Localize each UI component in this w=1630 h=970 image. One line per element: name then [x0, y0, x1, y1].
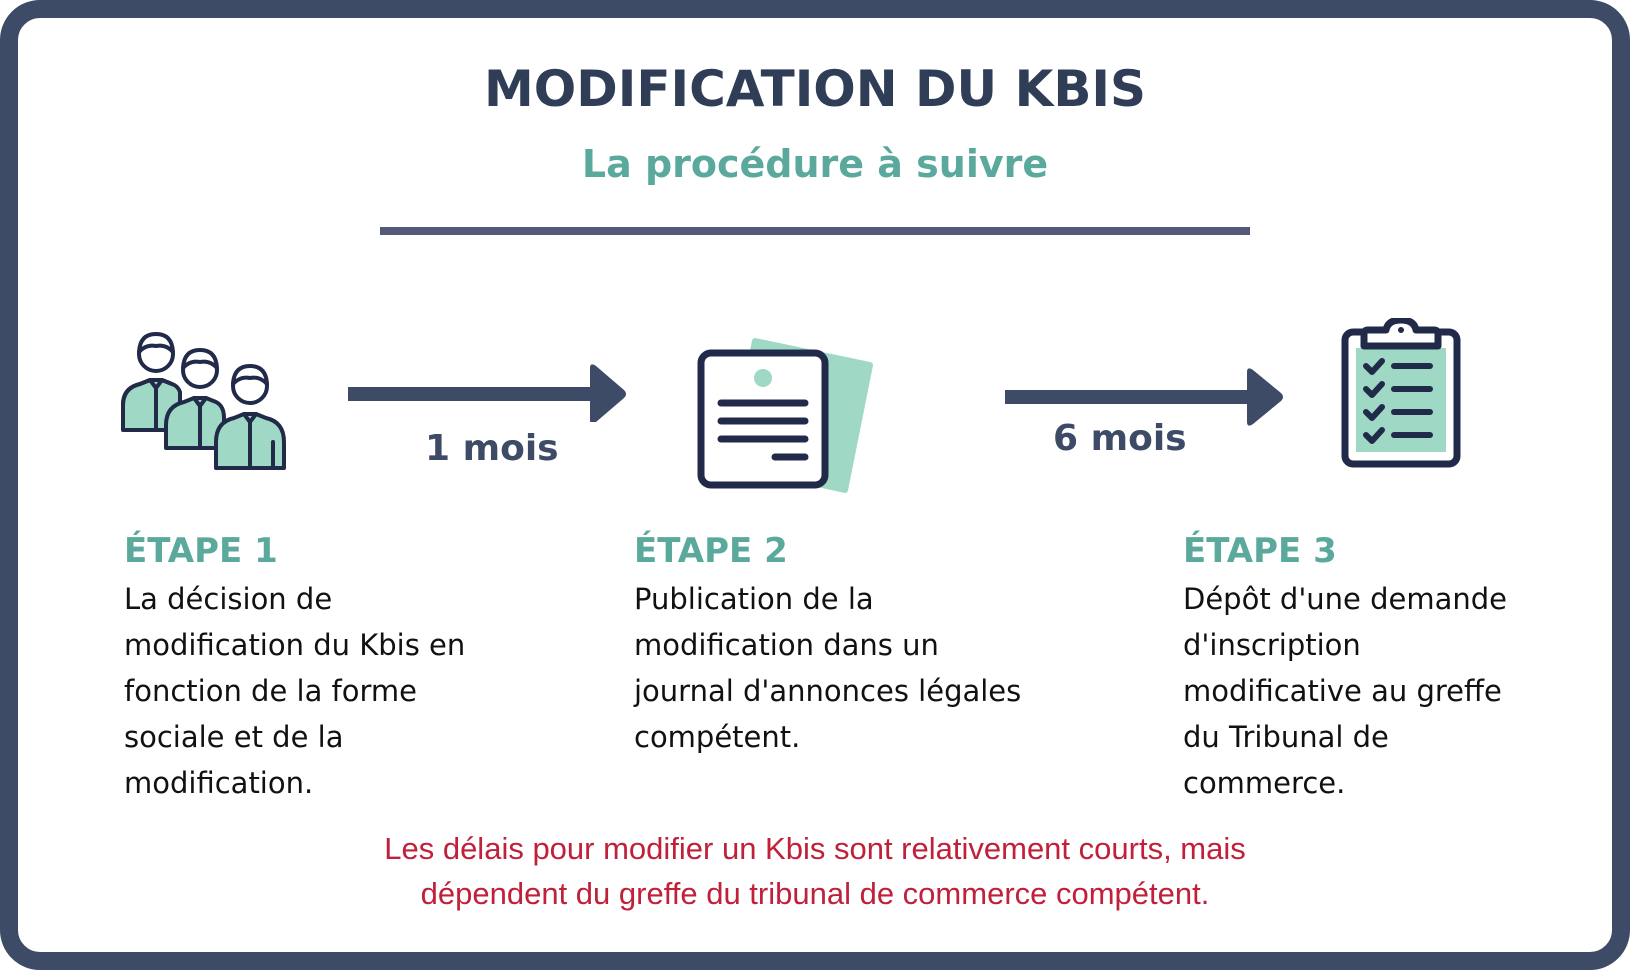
- arrow-right-icon: [348, 362, 628, 424]
- step-3: ÉTAPE 3 Dépôt d'une demande d'inscriptio…: [1183, 528, 1507, 806]
- duration-label: 6 mois: [1053, 418, 1187, 459]
- step-description-line: sociale et de la: [124, 720, 344, 754]
- step-description-line: compétent.: [634, 720, 801, 754]
- arrow-right-icon: [1005, 366, 1285, 426]
- step-description-line: d'inscription: [1183, 628, 1361, 662]
- timing-note-line: Les délais pour modifier un Kbis sont re…: [384, 831, 1246, 866]
- clipboard-checklist-icon: [1340, 316, 1462, 470]
- step-description-line: La décision de: [124, 582, 333, 616]
- step-label: ÉTAPE 1: [124, 531, 278, 571]
- step-label: ÉTAPE 3: [1183, 531, 1337, 571]
- group-people-icon: [118, 330, 298, 470]
- step-description-line: Publication de la: [634, 582, 874, 616]
- step-description-line: modification du Kbis en: [124, 628, 466, 662]
- page-title: MODIFICATION DU KBIS: [483, 60, 1147, 118]
- timing-note-line: dépendent du greffe du tribunal de comme…: [420, 876, 1210, 911]
- step-description-line: commerce.: [1183, 766, 1346, 800]
- page-subtitle: La procédure à suivre: [581, 142, 1049, 186]
- step-description-line: modificative au greffe: [1183, 674, 1502, 708]
- header-divider: [380, 227, 1250, 235]
- step-description-line: fonction de la forme: [124, 674, 418, 708]
- duration-label: 1 mois: [425, 428, 559, 469]
- step-label: ÉTAPE 2: [634, 531, 788, 571]
- step-description-line: modification dans un: [634, 628, 939, 662]
- timing-note: Les délais pour modifier un Kbis sont re…: [0, 826, 1630, 916]
- step-description-line: du Tribunal de: [1183, 720, 1389, 754]
- step-description-line: modification.: [124, 766, 314, 800]
- step-description-line: Dépôt d'une demande: [1183, 582, 1508, 616]
- step-1: ÉTAPE 1 La décision de modification du K…: [124, 528, 465, 806]
- document-icon: [695, 335, 875, 495]
- step-2: ÉTAPE 2 Publication de la modification d…: [634, 528, 1021, 760]
- step-description-line: journal d'annonces légales: [634, 674, 1022, 708]
